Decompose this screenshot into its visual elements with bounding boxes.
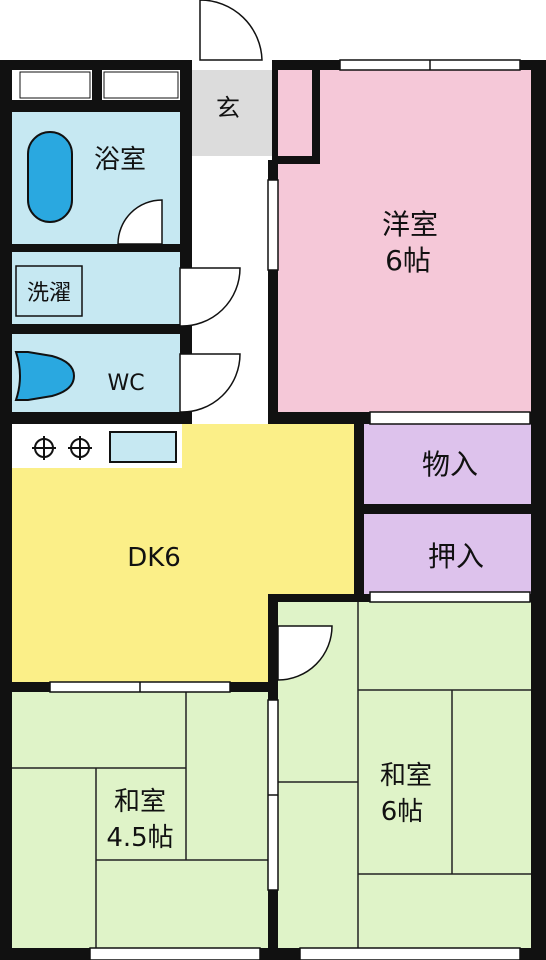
genkan-area [192,70,272,156]
tatami-lines-small [12,692,274,948]
laundry-label: 洗濯 [27,281,71,306]
closet-label: 物入 [422,448,478,481]
western-room [278,70,531,412]
door-swings [117,0,333,681]
oshiire-room [364,514,531,594]
toilet-icon [14,351,76,401]
washitsu-small-size: 4.5帖 [106,823,173,853]
sink-icon [109,431,177,463]
genkan-label: 玄 [216,94,240,122]
western-room-name: 洋室 [382,208,438,241]
openings [19,59,531,960]
bath-door [117,199,163,245]
washitsu-door [277,625,333,681]
washitsu-small [12,692,274,948]
washitsu-large-name: 和室 [380,761,432,791]
dk-label: DK6 [127,543,181,573]
wc-label: WC [107,371,144,396]
laundry-machine-icon [15,265,83,317]
wc-door [179,353,241,413]
tatami-lines-large [278,602,531,948]
washitsu-small-name: 和室 [114,787,166,817]
entrance-door [199,0,263,61]
bathtub-icon [27,131,73,223]
closet-room [364,424,531,504]
bath-label: 浴室 [94,145,146,175]
laundry-door [179,267,241,327]
western-room-size: 6帖 [385,244,431,277]
oshiire-label: 押入 [428,540,484,573]
stove-burner-icon [32,436,92,460]
washitsu-large-size: 6帖 [381,797,424,827]
